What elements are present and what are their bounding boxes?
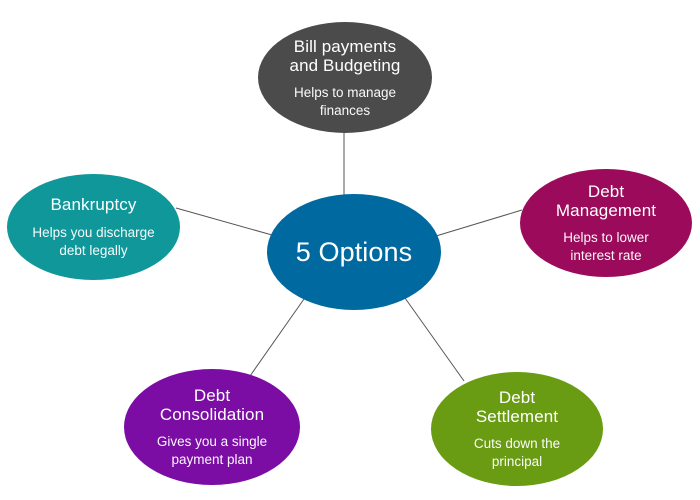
desc-line: interest rate	[570, 247, 642, 263]
connector-debt-consolidation	[249, 298, 305, 377]
desc-line: Helps you discharge	[32, 224, 155, 240]
node-title: Bankruptcy	[50, 195, 136, 214]
node-title: Debt Management	[556, 182, 656, 220]
node-description: Helps you discharge debt legally	[32, 224, 154, 260]
node-bankruptcy: Bankruptcy Helps you discharge debt lega…	[7, 174, 180, 280]
node-description: Helps to lower interest rate	[563, 229, 649, 265]
desc-line: payment plan	[171, 451, 253, 467]
node-debt-settlement: Debt Settlement Cuts down the principal	[431, 372, 603, 486]
title-line: Management	[555, 200, 657, 220]
node-title: Bill payments and Budgeting	[290, 37, 401, 75]
desc-line: Helps to manage	[293, 85, 397, 100]
desc-line: finances	[319, 103, 371, 118]
title-line: Consolidation	[159, 404, 265, 424]
title-line: and Budgeting	[289, 56, 401, 75]
node-description: Cuts down the principal	[474, 435, 560, 471]
title-line: Settlement	[475, 406, 559, 426]
node-bill-payments: Bill payments and Budgeting Helps to man…	[258, 22, 432, 133]
desc-line: Cuts down the	[473, 435, 561, 451]
node-description: Gives you a single payment plan	[157, 433, 267, 469]
desc-line: Helps to lower	[563, 229, 649, 245]
connector-bankruptcy	[175, 207, 273, 236]
center-title: 5 Options	[295, 237, 413, 267]
center-node: 5 Options	[267, 194, 441, 310]
connector-debt-management	[435, 209, 523, 237]
node-description: Helps to manage finances	[294, 84, 396, 120]
desc-line: Gives you a single	[156, 433, 268, 449]
node-debt-consolidation: Debt Consolidation Gives you a single pa…	[124, 369, 300, 485]
desc-line: principal	[491, 453, 543, 469]
desc-line: debt legally	[59, 242, 128, 258]
title-line: Bill payments	[293, 37, 397, 56]
connector-debt-settlement	[404, 297, 465, 382]
title-line: Debt	[587, 181, 625, 201]
title-line: Debt	[193, 385, 231, 405]
node-title: Debt Settlement	[476, 388, 558, 426]
node-debt-management: Debt Management Helps to lower interest …	[520, 169, 692, 277]
node-title: Debt Consolidation	[160, 386, 264, 424]
title-line: Bankruptcy	[50, 194, 137, 214]
title-line: Debt	[498, 387, 536, 407]
